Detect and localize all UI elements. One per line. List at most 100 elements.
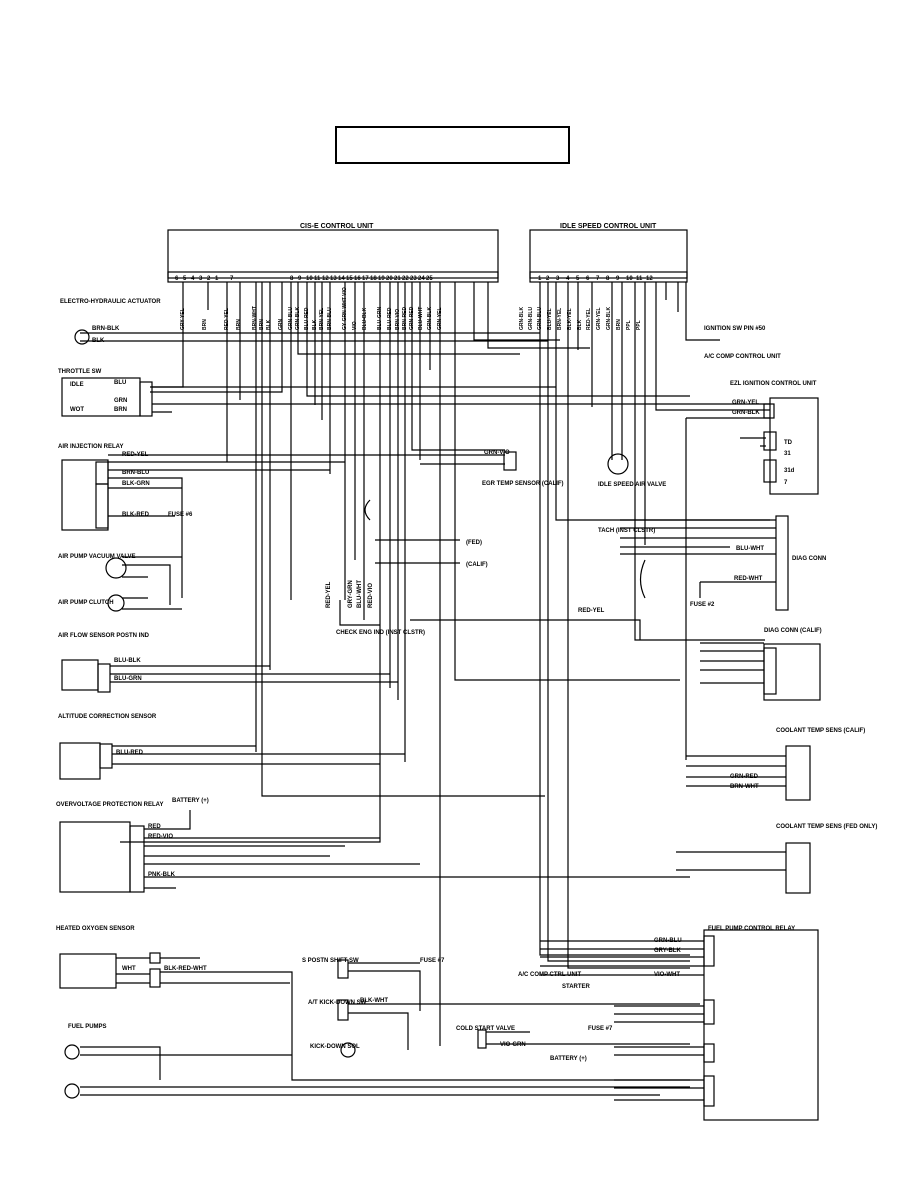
coolant-fed-label: COOLANT TEMP SENS (FED ONLY) [776, 824, 877, 830]
ezl-pin-td: TD [784, 440, 793, 446]
wot-label: WOT [70, 407, 84, 413]
coolant-calif-label: COOLANT TEMP SENS (CALIF) [776, 728, 865, 734]
cis-pin-label: 1 [215, 276, 219, 282]
diag-conn-label: DIAG CONN [792, 556, 826, 562]
red-vio-label: RED-VIO [148, 834, 173, 840]
isc-pin-label: 8 [606, 276, 610, 282]
grn-blu-label: GRN-BLU [654, 938, 682, 944]
idle-speed-label: IDLE SPEED CONTROL UNIT [560, 223, 657, 230]
ezl-pin-31: 31 [784, 451, 791, 457]
cis-wire-label: GRN-YEL [437, 308, 443, 331]
isc-pin-label: 12 [646, 276, 653, 282]
fuse6-label: FUSE #6 [168, 512, 193, 518]
brn-blk-label: BRN-BLK [92, 326, 120, 332]
cis-e-label: CIS-E CONTROL UNIT [300, 223, 374, 230]
isc-wire-label: BRN [616, 319, 622, 330]
starter-label: STARTER [562, 984, 591, 990]
check-eng-label: CHECK ENG IND (INST CLSTR) [336, 630, 425, 636]
blu-label: BLU [114, 380, 126, 386]
idle-speed-air-valve-label: IDLE SPEED AIR VALVE [598, 482, 666, 488]
blk-grn-label: BLK-GRN [122, 481, 150, 487]
blk-red-wht-label: BLK-RED-WHT [164, 966, 207, 972]
ac-comp-cu-label: A/C COMP CONTROL UNIT [704, 354, 781, 360]
cis-pin-label: 21 [394, 276, 401, 282]
isc-pin-label: 5 [576, 276, 580, 282]
vio-wht-label: VIO-WHT [654, 972, 680, 978]
cis-pin-label: 15 [346, 276, 353, 282]
red-yel-vertical-label: RED-YEL [326, 581, 332, 608]
pnk-blk-label: PNK-BLK [148, 872, 176, 878]
isc-wire-label: GRN-BLK [606, 307, 612, 330]
cis-pin-label: 24 [418, 276, 425, 282]
red-wht-label: RED-WHT [734, 576, 763, 582]
throttle-sw-label: THROTTLE SW [58, 369, 102, 375]
gry-blk-label: GRY-BLK [654, 948, 681, 954]
gry-grn-vertical-label: GRY-GRN [348, 580, 354, 608]
cis-wire-label: GRN-BLK [427, 307, 433, 330]
cis-pin-label: 17 [362, 276, 369, 282]
electro-hydraulic-label: ELECTRO-HYDRAULIC ACTUATOR [60, 299, 161, 305]
grn-blk-label: GRN-BLK [732, 410, 760, 416]
cis-wire-label: BLK [312, 319, 318, 330]
cis-wire-label: BRN-RED [402, 307, 408, 330]
red-label: RED [148, 824, 161, 830]
cis-wire-label: VIO [352, 321, 358, 330]
heated-oxygen-label: HEATED OXYGEN SENSOR [56, 926, 135, 932]
cis-wire-label: BLU-RED [387, 307, 393, 330]
cis-pin-label: 11 [314, 276, 321, 282]
brn-wht-label: BRN-WHT [730, 784, 759, 790]
cis-pin-label: 12 [322, 276, 329, 282]
grn-label: GRN [114, 398, 127, 404]
isc-pin-label: 10 [626, 276, 633, 282]
cis-pin-label: 14 [338, 276, 345, 282]
isc-wire-label: GRN-BLK [519, 307, 525, 330]
cis-wire-label: GRN-RED [409, 306, 415, 330]
cis-pin-label: 7 [230, 276, 234, 282]
tach-label: TACH (INST CLSTR) [598, 528, 655, 534]
cis-pin-label: 16 [354, 276, 361, 282]
blk-label: BLK [92, 338, 105, 344]
isc-wire-label: BLK [577, 319, 583, 330]
cis-wire-label: BRN [236, 319, 242, 330]
cis-wire-label: BLU-BLK [362, 307, 368, 330]
cis-pin-label: 23 [410, 276, 417, 282]
air-pump-vacuum-valve-label: AIR PUMP VACUUM VALVE [58, 554, 136, 560]
cis-pin-label: 18 [370, 276, 377, 282]
grn-red-label: GRN-RED [730, 774, 759, 780]
cis-pin-label: 13 [330, 276, 337, 282]
isc-wire-label: GRN-BLU [537, 307, 543, 330]
cis-pin-label: 2 [207, 276, 211, 282]
isc-wire-label: GRN-YEL [596, 308, 602, 331]
air-pump-clutch-label: AIR PUMP CLUTCH [58, 600, 114, 606]
isc-wire-label: BLK-YEL [567, 308, 573, 330]
cis-wire-label: BLK [266, 319, 272, 330]
altitude-correction-label: ALTITUDE CORRECTION SENSOR [58, 714, 157, 720]
red-yel-right-label: RED-YEL [578, 608, 605, 614]
cis-e-control-unit-box [167, 229, 499, 279]
kickdown-sol-label: KICK-DOWN SOL [310, 1044, 360, 1050]
idle-label: IDLE [70, 382, 84, 388]
fuse7-relay-label: FUSE #7 [588, 1026, 613, 1032]
cis-pin-label: 6 [175, 276, 179, 282]
cold-start-label: COLD START VALVE [456, 1026, 515, 1032]
cis-wire-label: BRN-BLU [327, 307, 333, 330]
blu-wht-label: BLU-WHT [736, 546, 764, 552]
grn-vio-label: GRN-VIO [484, 450, 510, 456]
isc-pin-label: 2 [546, 276, 550, 282]
brn-blu-label: BRN-BLU [122, 470, 149, 476]
blk-wht-label: BLK-WHT [360, 998, 388, 1004]
cis-pin-label: 20 [386, 276, 393, 282]
ezl-label: EZL IGNITION CONTROL UNIT [730, 381, 817, 387]
blu-wht-vertical-label: BLU-WHT [357, 580, 363, 608]
cis-wire-label: GRN-BLU [288, 307, 294, 330]
blu-grn-label: BLU-GRN [114, 676, 142, 682]
ezl-pin-31d: 31d [784, 468, 795, 474]
fed-label: (FED) [466, 540, 482, 546]
blu-blk-label: BLU-BLK [114, 658, 141, 664]
cis-wire-label: GRN-BLK [295, 307, 301, 330]
air-flow-sensor-label: AIR FLOW SENSOR POSTN IND [58, 633, 150, 639]
cis-wire-label: GY-GRN-WHT-VIO [342, 287, 348, 330]
battery-plus-label: BATTERY (+) [172, 798, 209, 804]
air-injection-relay-label: AIR INJECTION RELAY [58, 444, 123, 450]
